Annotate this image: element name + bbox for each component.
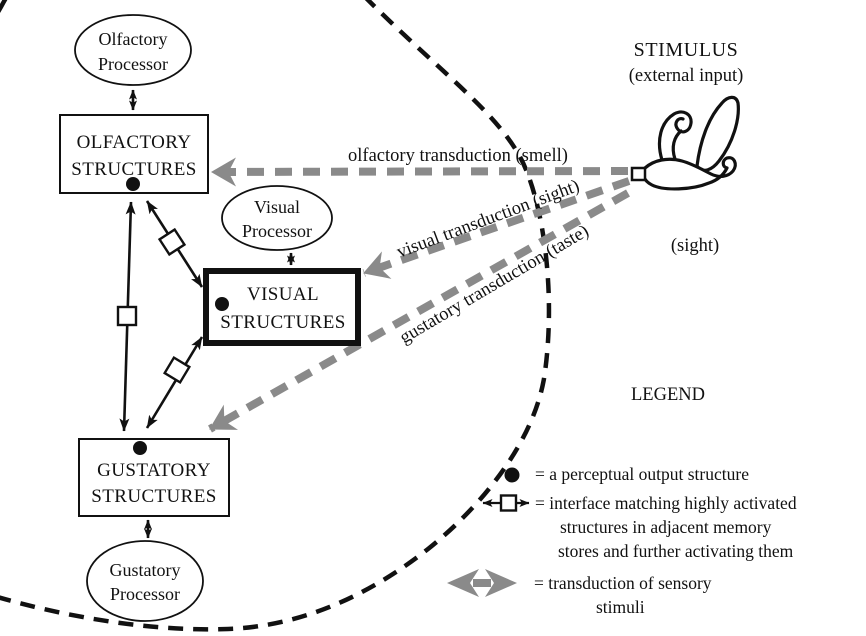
gustatory-structures-label-line1: GUSTATORY	[97, 460, 211, 481]
olfactory-output-dot	[126, 177, 140, 191]
gustatory-processor-ellipse	[86, 540, 204, 622]
legend-interface-text-line3: stores and further activating them	[558, 541, 794, 561]
banana-body	[641, 156, 737, 191]
olfactory-processor-label-line1: Olfactory	[99, 29, 168, 49]
olfactory-transduction-arrow	[211, 157, 629, 187]
banana-peel-curl	[657, 110, 693, 162]
banana-illustration	[630, 95, 740, 191]
perceptual-boundary-corner-arc	[0, 0, 8, 14]
stimulus-contact-square	[630, 166, 647, 182]
visual-structures-box	[203, 268, 361, 346]
banana-fruit	[695, 95, 740, 172]
gustatory-transduction-arrow	[208, 189, 630, 433]
stimulus-sight-note: (sight)	[671, 236, 719, 256]
stimulus-subtitle: (external input)	[629, 66, 744, 86]
visual-processor-ellipse	[221, 185, 333, 251]
legend-transduction-text-line1: = transduction of sensory	[534, 573, 712, 593]
banana-peel-curl-inner	[671, 129, 683, 161]
stimulus-title: STIMULUS	[634, 39, 739, 61]
interface-square-olfactory-visual	[157, 227, 187, 257]
interface-square-olfactory-gustatory	[116, 305, 138, 327]
legend-perceptual-output-text: = a perceptual output structure	[535, 464, 749, 484]
gustatory-structures-box	[78, 438, 230, 517]
olfactory-transduction-label: olfactory transduction (smell)	[348, 146, 568, 166]
legend-transduction-dash	[473, 579, 491, 587]
visual-output-dot	[215, 297, 229, 311]
visual-structures-label-line1: VISUAL	[247, 284, 319, 305]
visual-processor-label-line1: Visual	[254, 197, 300, 217]
legend-transduction-left-arrowhead	[447, 569, 479, 597]
interface-gustatory-visual-arrow	[145, 336, 204, 429]
legend-group: LEGEND = a perceptual output structure =…	[447, 385, 797, 617]
legend-interface-text-line2: structures in adjacent memory	[560, 517, 772, 537]
olfactory-processor-label-line2: Processor	[98, 54, 168, 74]
legend-interface-icon	[482, 494, 530, 512]
legend-transduction-text-line2: stimuli	[596, 597, 645, 617]
interface-square-gustatory-visual	[163, 356, 191, 384]
legend-transduction-right-arrowhead	[485, 569, 517, 597]
visual-structures-label-line2: STRUCTURES	[220, 312, 345, 333]
legend-transduction-icon	[447, 569, 517, 597]
olfactory-structures-label-line2: STRUCTURES	[71, 159, 196, 180]
interface-arrows	[116, 200, 204, 432]
gustatory-output-dot	[133, 441, 147, 455]
legend-interface-square	[499, 494, 518, 512]
legend-title: LEGEND	[631, 385, 705, 405]
gustatory-processor-label-line2: Processor	[110, 584, 180, 604]
visual-processor-label-line2: Processor	[242, 221, 312, 241]
perceptual-boundary-dashed-circle	[0, 0, 552, 632]
olfactory-processor-ellipse	[74, 14, 192, 86]
olfactory-structures-label-line1: OLFACTORY	[77, 132, 192, 153]
legend-interface-text-line1: = interface matching highly activated	[535, 493, 797, 513]
stimulus-group: STIMULUS (external input) (sight)	[629, 39, 744, 256]
processor-links	[129, 89, 295, 539]
visual-group: Visual Processor VISUAL STRUCTURES	[203, 185, 361, 346]
gustatory-processor-label-line1: Gustatory	[110, 560, 181, 580]
gustatory-structures-label-line2: STRUCTURES	[91, 486, 216, 507]
gustatory-group: GUSTATORY STRUCTURES Gustatory Processor	[78, 438, 230, 622]
legend-dot-icon	[504, 467, 520, 483]
olfactory-group: Olfactory Processor OLFACTORY STRUCTURES	[59, 14, 209, 194]
visual-transduction-arrow	[362, 177, 631, 279]
